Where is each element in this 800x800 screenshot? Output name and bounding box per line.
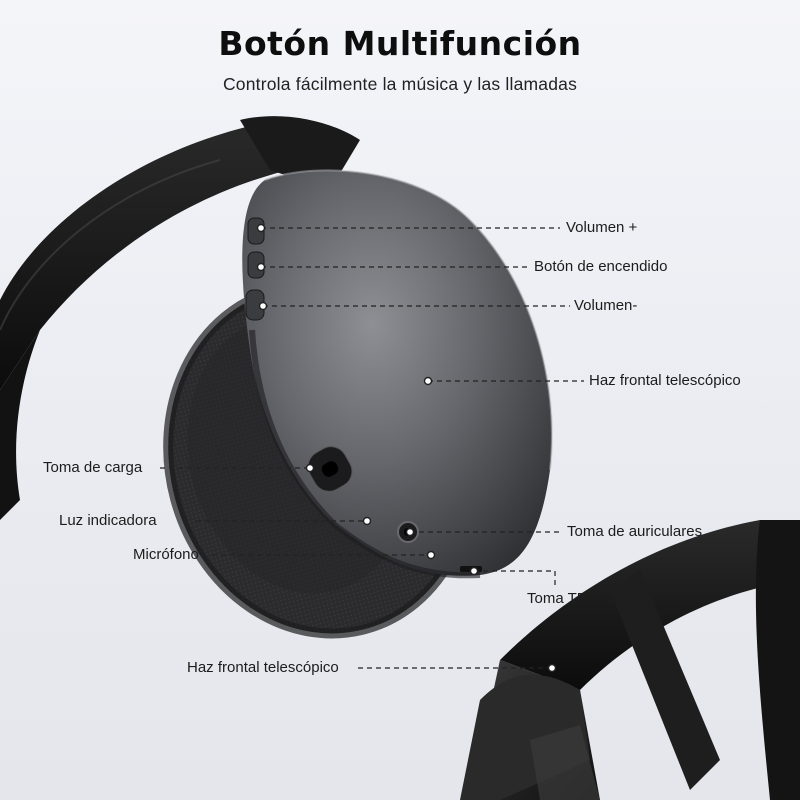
telescopic-slider — [610, 570, 720, 790]
callout-indicator-light: Luz indicadora — [59, 512, 157, 529]
callout-volume-down: Volumen- — [574, 297, 638, 314]
page-title: Botón Multifunción — [218, 24, 582, 63]
callout-headphone-jack: Toma de auriculares — [567, 523, 703, 540]
page-subtitle: Controla fácilmente la música y las llam… — [222, 74, 578, 94]
callout-tf-slot: Toma TF — [527, 590, 586, 607]
callout-microphone: Micrófono — [133, 546, 199, 563]
callout-telescopic-top: Haz frontal telescópico — [589, 372, 741, 389]
callout-charging-port: Toma de carga — [43, 459, 143, 476]
callout-volume-up: Volumen + — [566, 219, 638, 236]
callout-power-button: Botón de encendido — [534, 258, 668, 275]
headband-left-side — [0, 330, 40, 520]
callout-telescopic-bottom: Haz frontal telescópico — [187, 659, 339, 676]
